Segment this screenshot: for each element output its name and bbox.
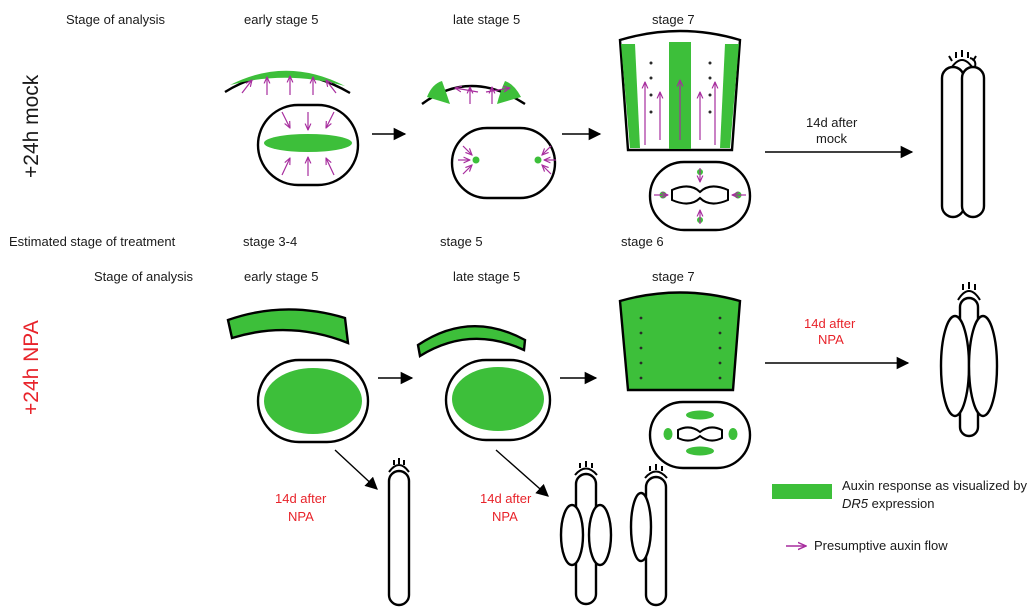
npa-partial-stamen-2 xyxy=(631,464,667,605)
npa-arrow-label-line1: 14d after xyxy=(804,316,856,331)
npa-arrow-label-line2: NPA xyxy=(818,332,844,347)
treatment-stage-5: stage 5 xyxy=(440,234,483,249)
top-stage-early: early stage 5 xyxy=(244,12,318,27)
mock-early-stage5-drawing xyxy=(225,71,358,185)
legend-expression: expression xyxy=(868,496,934,511)
npa-mature-stamen-right xyxy=(941,282,997,436)
mock-late-stage5-drawing xyxy=(422,81,556,198)
npa-side-label: +24h NPA xyxy=(20,320,43,415)
legend-green-line2: DR5 expression xyxy=(842,496,935,511)
mock-arrow-label-line2: mock xyxy=(816,131,848,146)
legend-flow-text: Presumptive auxin flow xyxy=(814,538,948,553)
legend-dr5: DR5 xyxy=(842,496,869,511)
top-row-label: Stage of analysis xyxy=(66,12,166,27)
npa-lower-label-line2: NPA xyxy=(288,509,314,524)
npa-partial-stamen xyxy=(561,461,611,604)
treatment-stage-6: stage 6 xyxy=(621,234,664,249)
treatment-row-label: Estimated stage of treatment xyxy=(9,234,176,249)
npa-arrow-down-1 xyxy=(335,450,377,489)
mock-stage7-drawing xyxy=(620,31,750,230)
npa-arrow-down-2 xyxy=(496,450,548,496)
legend-green-swatch xyxy=(772,484,832,499)
bottom-stage-early: early stage 5 xyxy=(244,269,318,284)
top-stage-late: late stage 5 xyxy=(453,12,520,27)
top-stage-7: stage 7 xyxy=(652,12,695,27)
npa-lower-label2-line2: NPA xyxy=(492,509,518,524)
bottom-stage-7: stage 7 xyxy=(652,269,695,284)
npa-lower-label2-line1: 14d after xyxy=(480,491,532,506)
npa-stage7-drawing xyxy=(620,293,750,469)
bottom-row-label: Stage of analysis xyxy=(94,269,194,284)
legend-green-line1: Auxin response as visualized by xyxy=(842,478,1027,493)
mock-arrow-label-line1: 14d after xyxy=(806,115,858,130)
mock-side-label: +24h mock xyxy=(20,74,43,178)
npa-thin-stamen xyxy=(389,458,409,605)
mock-mature-stamen xyxy=(942,50,984,217)
npa-lower-label-line1: 14d after xyxy=(275,491,327,506)
npa-late-stage5-drawing xyxy=(418,326,550,440)
treatment-stage-3-4: stage 3-4 xyxy=(243,234,297,249)
npa-early-stage5-drawing xyxy=(228,309,368,442)
bottom-stage-late: late stage 5 xyxy=(453,269,520,284)
